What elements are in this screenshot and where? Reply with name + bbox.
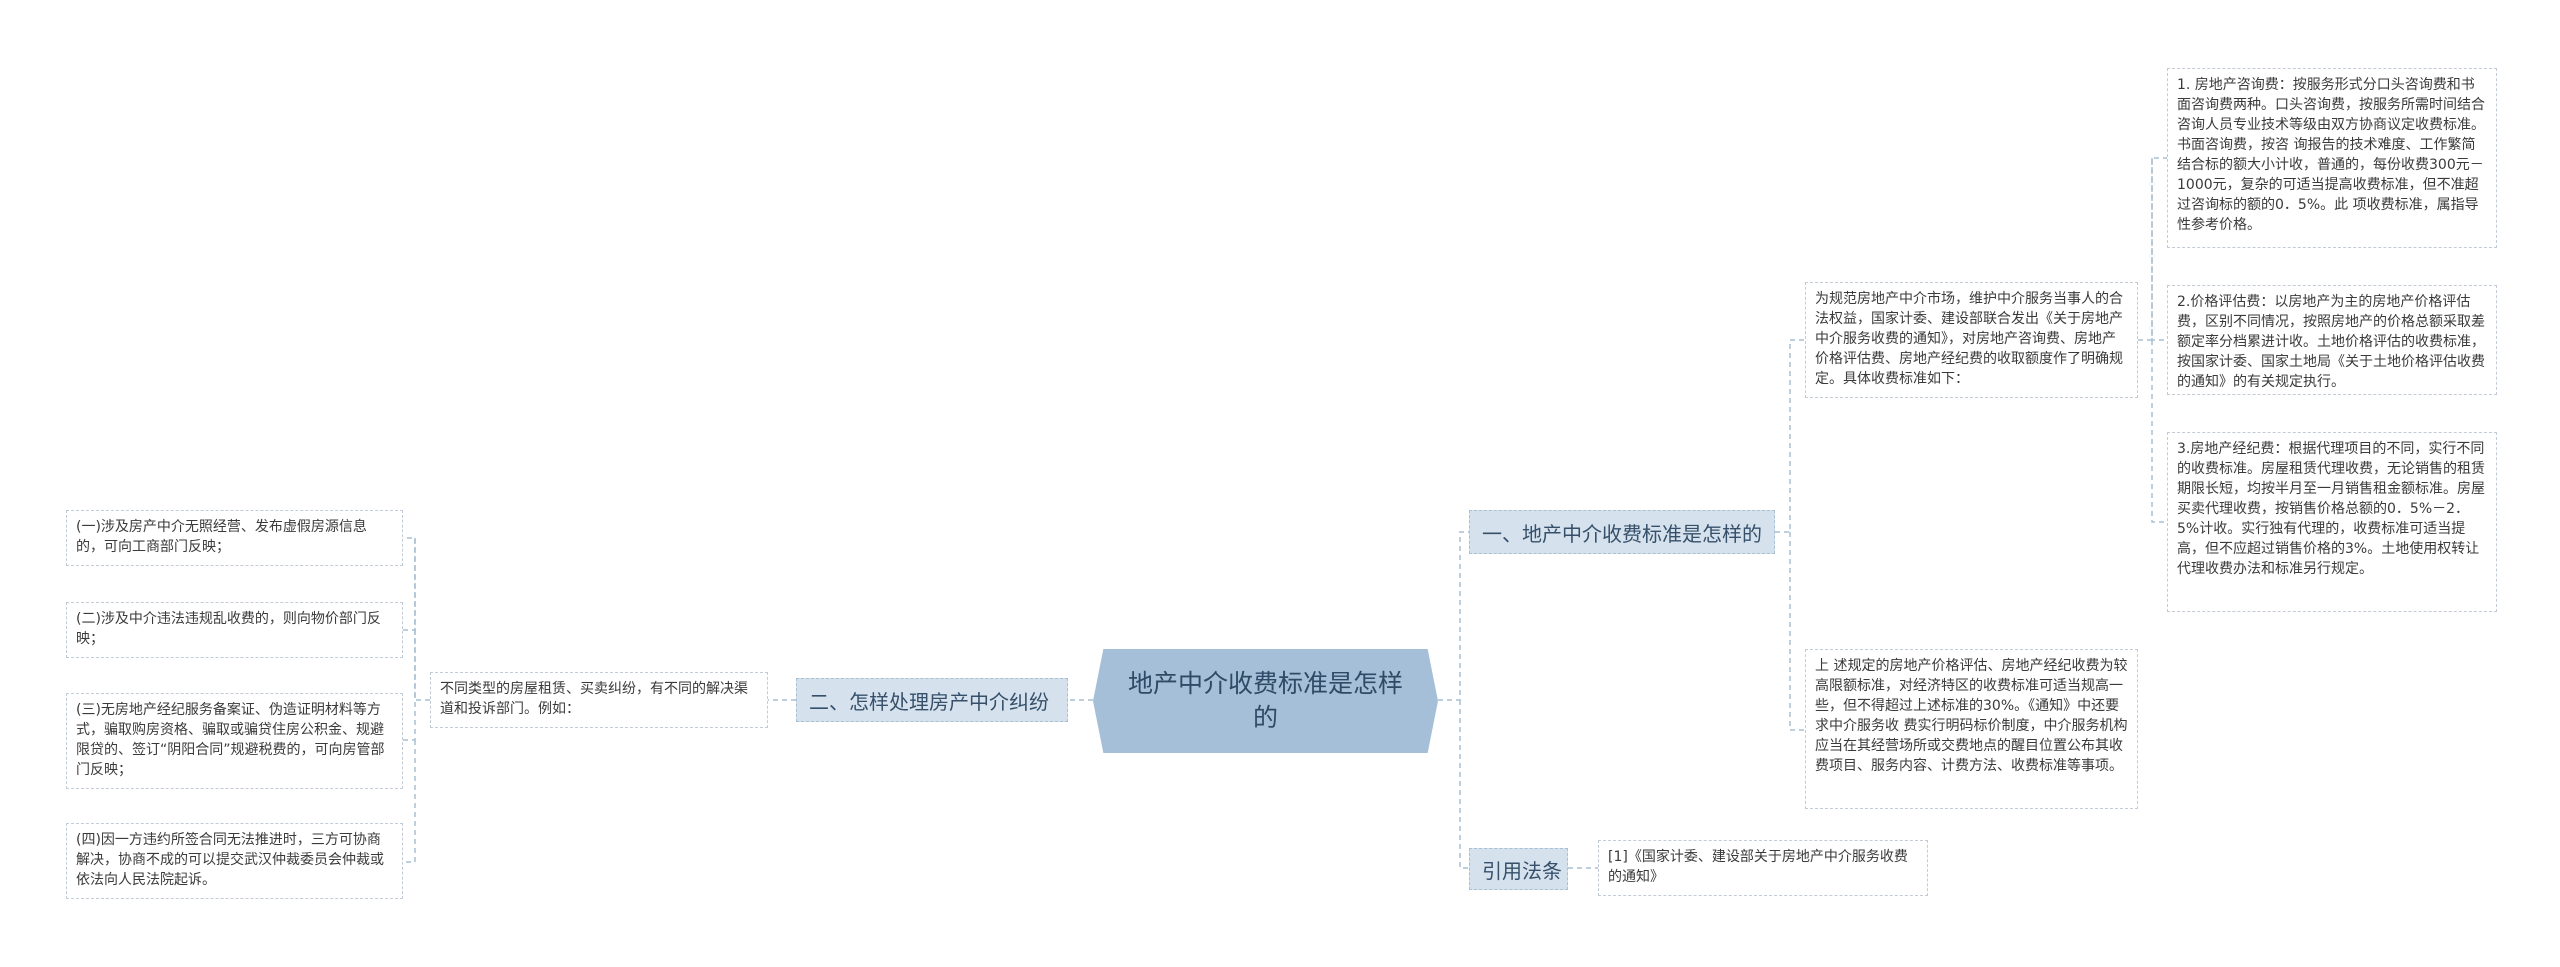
consulting-fee-text: 1. 房地产咨询费：按服务形式分口头咨询费和书面咨询费两种。口头咨询费，按服务所… [2177, 77, 2485, 233]
fee-limit-note[interactable]: 上 述规定的房地产价格评估、房地产经纪收费为较高限额标准，对经济特区的收费标准可… [1805, 649, 2138, 809]
root-topic[interactable]: 地产中介收费标准是怎样的 [1093, 649, 1438, 753]
fee-intro-note[interactable]: 为规范房地产中介市场，维护中介服务当事人的合法权益，国家计委、建设部联合发出《关… [1805, 282, 2138, 398]
branch-citations[interactable]: 引用法条 [1469, 848, 1568, 890]
appraisal-fee-text: 2.价格评估费：以房地产为主的房地产价格评估费，区别不同情况，按照房地产的价格总… [2177, 294, 2485, 390]
root-topic-label: 地产中介收费标准是怎样的 [1127, 669, 1403, 732]
fee-intro-text: 为规范房地产中介市场，维护中介服务当事人的合法权益，国家计委、建设部联合发出《关… [1815, 291, 2123, 387]
branch-fee-standard-label: 一、地产中介收费标准是怎样的 [1482, 521, 1762, 546]
dispute-item-4[interactable]: (四)因一方违约所签合同无法推进时，三方可协商解决，协商不成的可以提交武汉仲裁委… [66, 823, 403, 899]
brokerage-fee-text: 3.房地产经纪费：根据代理项目的不同，实行不同的收费标准。房屋租赁代理收费，无论… [2177, 441, 2485, 577]
consulting-fee-item[interactable]: 1. 房地产咨询费：按服务形式分口头咨询费和书面咨询费两种。口头咨询费，按服务所… [2167, 68, 2497, 248]
dispute-item-3[interactable]: (三)无房地产经纪服务备案证、伪造证明材料等方式，骗取购房资格、骗取或骗贷住房公… [66, 693, 403, 789]
citation-item[interactable]: [1]《国家计委、建设部关于房地产中介服务收费的通知》 [1598, 840, 1928, 896]
brokerage-fee-item[interactable]: 3.房地产经纪费：根据代理项目的不同，实行不同的收费标准。房屋租赁代理收费，无论… [2167, 432, 2497, 612]
branch-citations-label: 引用法条 [1482, 858, 1562, 883]
dispute-item-1[interactable]: (一)涉及房产中介无照经营、发布虚假房源信息的，可向工商部门反映； [66, 510, 403, 566]
fee-limit-text: 上 述规定的房地产价格评估、房地产经纪收费为较高限额标准，对经济特区的收费标准可… [1815, 658, 2128, 774]
citation-text: [1]《国家计委、建设部关于房地产中介服务收费的通知》 [1608, 849, 1908, 885]
dispute-item-4-text: (四)因一方违约所签合同无法推进时，三方可协商解决，协商不成的可以提交武汉仲裁委… [76, 832, 384, 888]
appraisal-fee-item[interactable]: 2.价格评估费：以房地产为主的房地产价格评估费，区别不同情况，按照房地产的价格总… [2167, 285, 2497, 395]
dispute-item-2[interactable]: (二)涉及中介违法违规乱收费的，则向物价部门反映； [66, 602, 403, 658]
branch-dispute-handling-label: 二、怎样处理房产中介纠纷 [809, 689, 1049, 714]
branch-fee-standard[interactable]: 一、地产中介收费标准是怎样的 [1469, 510, 1775, 554]
dispute-item-2-text: (二)涉及中介违法违规乱收费的，则向物价部门反映； [76, 611, 381, 647]
dispute-intro-note[interactable]: 不同类型的房屋租赁、买卖纠纷，有不同的解决渠道和投诉部门。例如： [430, 672, 768, 728]
dispute-item-3-text: (三)无房地产经纪服务备案证、伪造证明材料等方式，骗取购房资格、骗取或骗贷住房公… [76, 702, 385, 778]
dispute-intro-text: 不同类型的房屋租赁、买卖纠纷，有不同的解决渠道和投诉部门。例如： [440, 681, 748, 717]
dispute-item-1-text: (一)涉及房产中介无照经营、发布虚假房源信息的，可向工商部门反映； [76, 519, 367, 555]
branch-dispute-handling[interactable]: 二、怎样处理房产中介纠纷 [796, 678, 1068, 722]
